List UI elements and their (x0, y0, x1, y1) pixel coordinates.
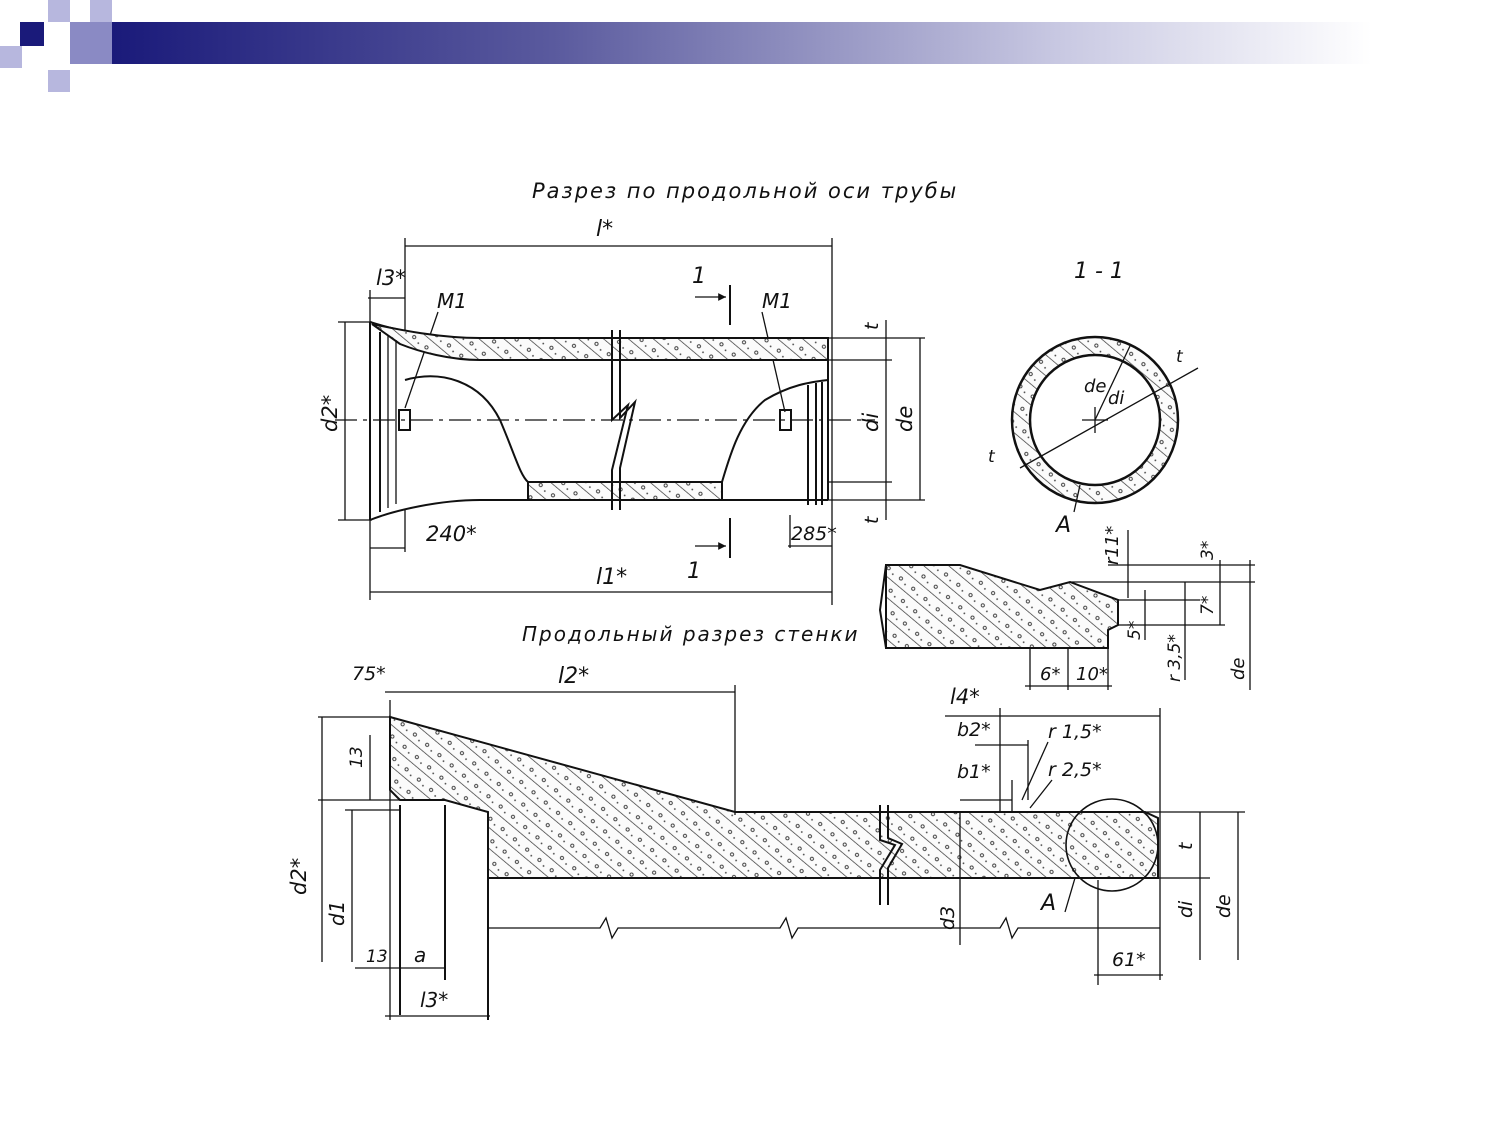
section-1-1-title: 1 - 1 (1074, 259, 1124, 284)
header-square-mid (70, 22, 112, 64)
header-square-light-4 (48, 70, 70, 92)
label-cut-bottom: 1 (687, 559, 701, 584)
leader-a (1064, 877, 1076, 913)
label-wall-a: A (1039, 891, 1056, 916)
label-61: 61* (1112, 949, 1146, 971)
label-wall-d2: d2* (287, 858, 311, 895)
wall-section-view: Продольный разрез стенки A 75* l2* 13 d2… (287, 622, 1245, 1020)
label-13-top: 13 (347, 746, 367, 768)
label-d3: d3 (937, 906, 959, 930)
cutaway-curve-right (721, 379, 829, 483)
label-l3: l3* (376, 266, 406, 290)
header-gradient-bar (112, 22, 1372, 64)
header-square-light-3 (0, 46, 22, 68)
wall-section-title: Продольный разрез стенки (522, 622, 860, 646)
label-detail-3: 3* (1198, 541, 1218, 560)
cutaway-curve-left (404, 375, 529, 483)
label-r15: r 1,5* (1048, 721, 1102, 743)
leader-m1-right (761, 311, 786, 413)
pipe-bottom-wall (527, 481, 723, 501)
label-240: 240* (426, 522, 477, 546)
label-wall-d1: d1 (325, 901, 349, 926)
radius-line (1094, 345, 1131, 421)
section-1-1: 1 - 1 de di t t A (988, 259, 1199, 538)
label-d2: d2* (318, 395, 342, 432)
header-square-light-2 (90, 0, 112, 22)
break-line (611, 330, 637, 510)
label-section-di: di (1108, 388, 1124, 409)
label-detail-r11: r11* (1102, 526, 1123, 565)
label-m1-left: M1 (437, 289, 467, 313)
label-l1: l1* (596, 565, 627, 590)
leader-r15 (1021, 741, 1049, 801)
label-l: l* (596, 217, 613, 242)
label-b2: b2* (957, 719, 991, 741)
label-13-bottom: 13 (366, 947, 388, 967)
diameter-line (1019, 367, 1199, 469)
label-t-bottom: t (861, 515, 883, 524)
label-75: 75* (352, 663, 386, 685)
slide-header (0, 0, 1372, 92)
label-cut-top: 1 (692, 264, 706, 289)
detail-a-wall (885, 564, 1119, 649)
wall-body (389, 715, 1159, 879)
detail-a-marker (1065, 798, 1159, 892)
top-section-title: Разрез по продольной оси трубы (532, 179, 958, 203)
leader-m1-left (404, 311, 439, 409)
label-detail-de: de (1228, 658, 1249, 681)
top-section-view: Разрез по продольной оси трубы l* l3* M1… (318, 179, 958, 605)
label-section-t-top: t (1176, 347, 1184, 367)
header-square-light-1 (48, 0, 70, 22)
leader-detail-a (1073, 484, 1081, 513)
label-m1-right: M1 (762, 289, 792, 313)
label-l4: l4* (950, 685, 980, 709)
label-detail-5: 5* (1125, 621, 1145, 640)
label-di: di (859, 413, 883, 432)
wall-break-line (879, 805, 904, 905)
label-detail-7: 7* (1198, 596, 1218, 615)
label-r25: r 2,5* (1048, 759, 1102, 781)
label-285: 285* (791, 523, 837, 545)
label-section-a: A (1054, 513, 1071, 538)
label-wall-di: di (1175, 900, 1197, 918)
label-detail-10: 10* (1076, 664, 1108, 685)
label-de: de (893, 406, 917, 432)
label-detail-r35: r 3,5* (1165, 634, 1185, 682)
label-wall-de: de (1213, 894, 1235, 918)
detail-a-view: r11* 3* 7* 5* r 3,5* de 6* 10* (878, 526, 1255, 690)
label-section-t-bottom: t (988, 447, 996, 467)
label-a: a (414, 943, 426, 967)
detail-a-break (878, 564, 887, 649)
dim-line-bottom (488, 916, 1160, 940)
leader-r25 (1029, 779, 1053, 809)
label-b1: b1* (957, 761, 991, 783)
label-t-top: t (861, 321, 883, 330)
lifting-loop-left (398, 409, 411, 431)
header-square-dark (20, 22, 44, 46)
label-section-de: de (1084, 376, 1107, 397)
label-wall-l3: l3* (420, 988, 448, 1012)
pipe-top-wall (371, 323, 829, 361)
label-wall-t: t (1175, 841, 1197, 850)
label-detail-6: 6* (1040, 664, 1060, 685)
label-l2: l2* (558, 664, 589, 689)
